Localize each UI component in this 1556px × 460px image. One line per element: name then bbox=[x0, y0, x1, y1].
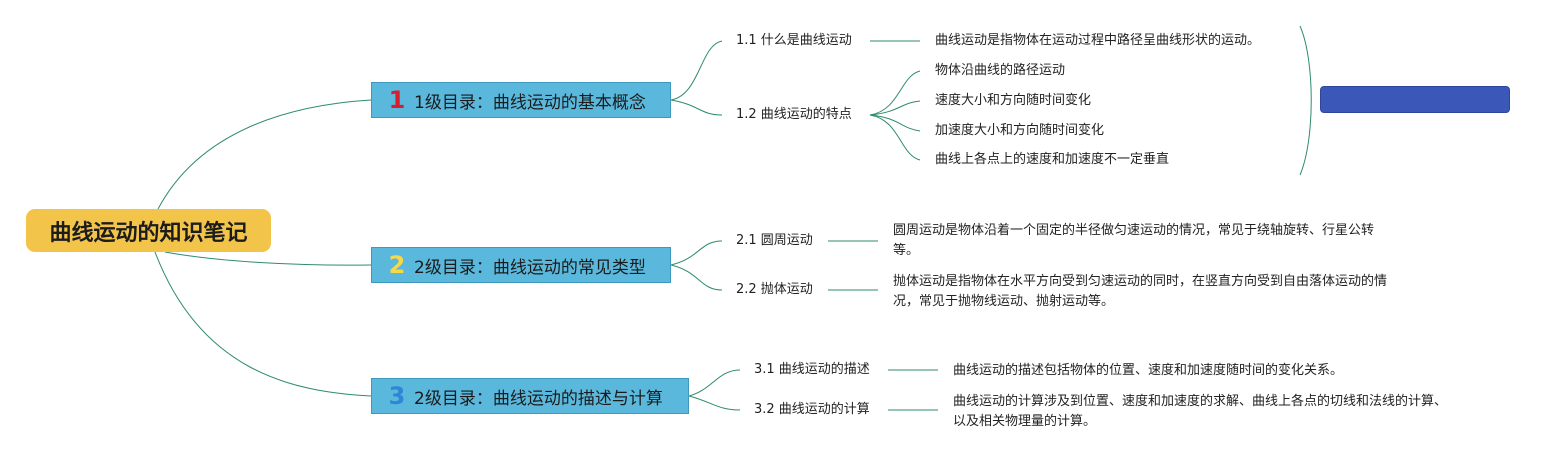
topic-label: 2级目录：曲线运动的描述与计算 bbox=[414, 388, 663, 409]
detail-motion-description[interactable]: 曲线运动的描述包括物体的位置、速度和加速度随时间的变化关系。 bbox=[953, 363, 1344, 378]
detail-motion-calculation[interactable]: 曲线运动的计算涉及到位置、速度和加速度的求解、曲线上各点的切线和法线的计算、以及… bbox=[953, 394, 1448, 429]
detail-characteristic-item[interactable]: 曲线上各点上的速度和加速度不一定垂直 bbox=[935, 152, 1170, 167]
topic-label: 2级目录：曲线运动的常见类型 bbox=[414, 257, 646, 278]
subtopic-what-is-curvilinear-motion[interactable]: 1.1 什么是曲线运动 bbox=[736, 33, 852, 48]
detail-projectile-motion[interactable]: 抛体运动是指物体在水平方向受到匀速运动的同时，在竖直方向受到自由落体运动的情况，… bbox=[893, 274, 1388, 309]
number-three-marker: 3 bbox=[388, 382, 406, 410]
topic-label: 1级目录：曲线运动的基本概念 bbox=[414, 92, 646, 113]
subtopic-characteristics[interactable]: 1.2 曲线运动的特点 bbox=[736, 107, 852, 122]
subtopic-motion-description[interactable]: 3.1 曲线运动的描述 bbox=[754, 362, 870, 377]
detail-characteristic-item[interactable]: 物体沿曲线的路径运动 bbox=[935, 63, 1066, 78]
detail-circular-motion[interactable]: 圆周运动是物体沿着一个固定的半径做匀速运动的情况，常见于绕轴旋转、行星公转等。 bbox=[893, 223, 1375, 258]
topic-description-calculation[interactable]: 3 2级目录：曲线运动的描述与计算 bbox=[371, 378, 689, 414]
subtopic-projectile-motion[interactable]: 2.2 抛体运动 bbox=[736, 282, 813, 297]
root-topic[interactable]: 曲线运动的知识笔记 bbox=[26, 209, 271, 252]
detail-definition[interactable]: 曲线运动是指物体在运动过程中路径呈曲线形状的运动。 bbox=[935, 33, 1261, 48]
topic-common-types[interactable]: 2 2级目录：曲线运动的常见类型 bbox=[371, 247, 671, 283]
summary-node[interactable] bbox=[1320, 86, 1510, 113]
number-one-marker: 1 bbox=[388, 86, 406, 114]
number-two-marker: 2 bbox=[388, 251, 406, 279]
topic-basic-concepts[interactable]: 1 1级目录：曲线运动的基本概念 bbox=[371, 82, 671, 118]
subtopic-motion-calculation[interactable]: 3.2 曲线运动的计算 bbox=[754, 402, 870, 417]
detail-characteristic-item[interactable]: 速度大小和方向随时间变化 bbox=[935, 93, 1092, 108]
subtopic-circular-motion[interactable]: 2.1 圆周运动 bbox=[736, 233, 813, 248]
detail-characteristic-item[interactable]: 加速度大小和方向随时间变化 bbox=[935, 123, 1105, 138]
